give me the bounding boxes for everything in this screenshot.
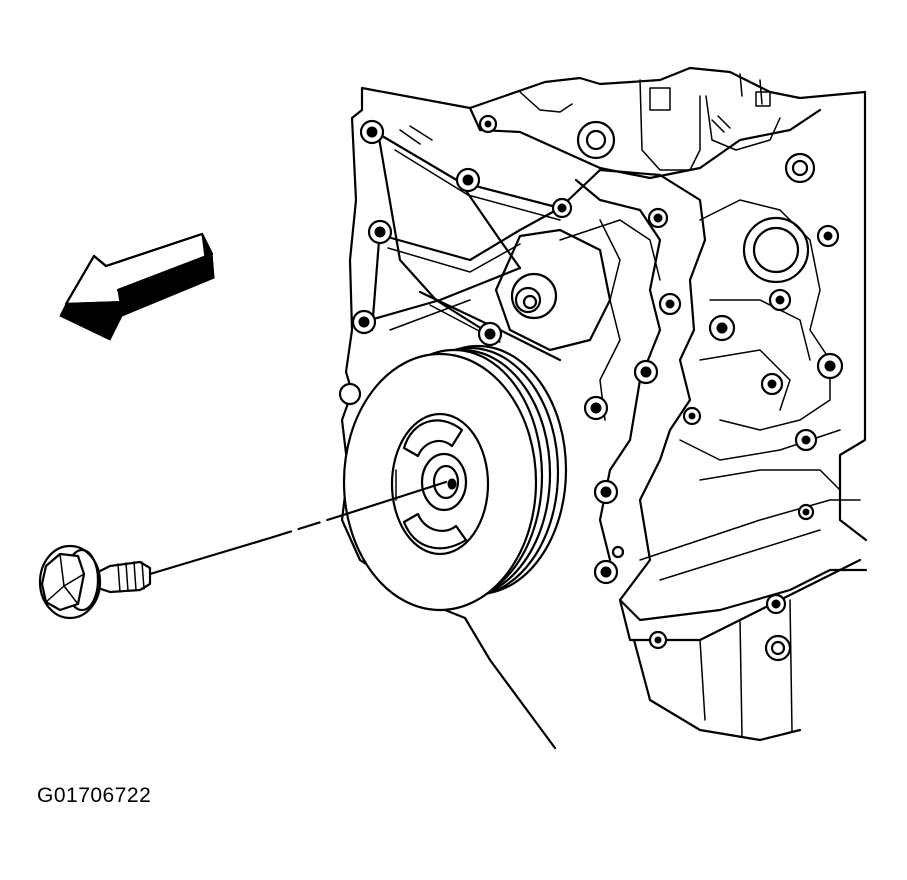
figure-id-label: G01706722	[37, 784, 152, 807]
crankshaft-balancer-pulley-icon	[342, 344, 568, 612]
engine-block-front-cover-icon	[338, 66, 868, 750]
arrow-left-icon	[59, 232, 215, 341]
crankshaft-balancer-bolt-icon	[38, 480, 448, 620]
